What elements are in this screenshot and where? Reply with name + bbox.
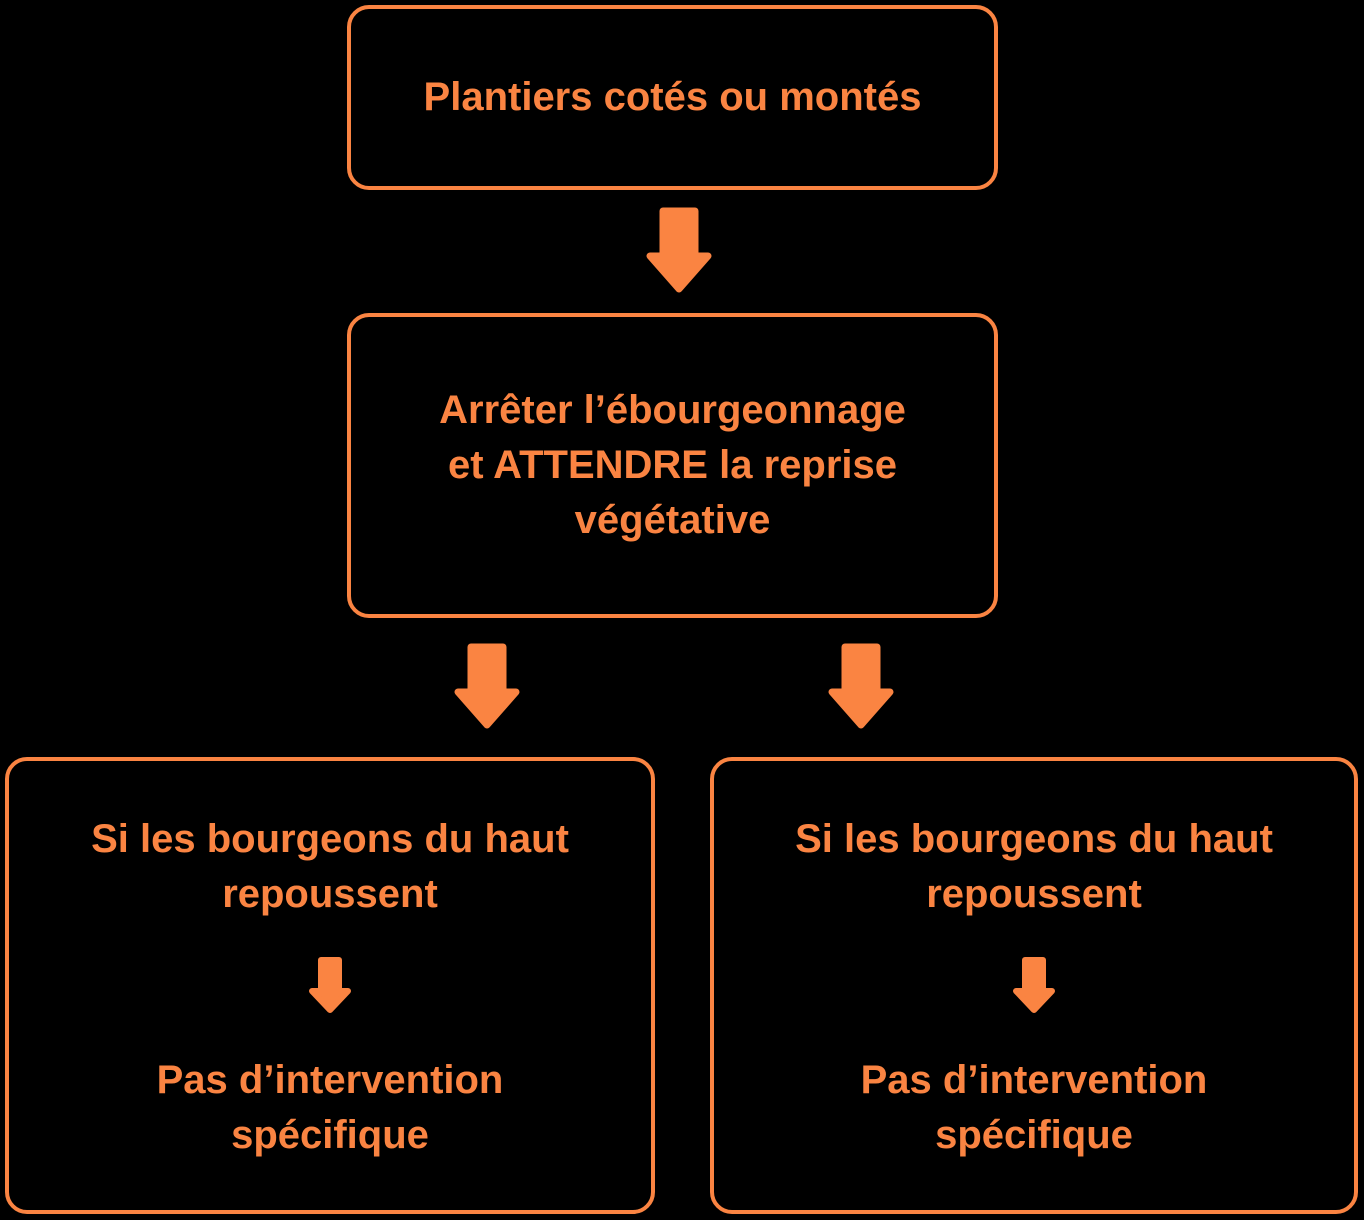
condition-line: repoussent (222, 872, 438, 916)
wait-box-line: végétative (574, 498, 771, 542)
branch-left-result: Pas d’intervention spécifique (157, 1053, 504, 1163)
condition-line: repoussent (926, 872, 1142, 916)
top-box-label: Plantiers cotés ou montés (423, 75, 922, 119)
wait-box-line: Arrêter l’ébourgeonnage (439, 388, 906, 432)
branch-right-result: Pas d’intervention spécifique (861, 1053, 1208, 1163)
down-arrow-icon (454, 643, 520, 729)
branch-box-right: Si les bourgeons du haut repoussent Pas … (710, 757, 1358, 1214)
down-arrow-icon (309, 957, 351, 1013)
wait-box-line: et ATTENDRE la reprise (447, 443, 897, 487)
branch-box-left: Si les bourgeons du haut repoussent Pas … (5, 757, 655, 1214)
wait-box-label: Arrêter l’ébourgeonnage et ATTENDRE la r… (439, 383, 906, 548)
down-arrow-icon (1013, 957, 1055, 1013)
branch-right-condition: Si les bourgeons du haut repoussent (795, 812, 1273, 922)
down-arrow-icon (828, 643, 894, 729)
result-line: Pas d’intervention (156, 1058, 504, 1102)
result-line: spécifique (935, 1113, 1133, 1157)
condition-line: Si les bourgeons du haut (91, 817, 569, 861)
wait-box: Arrêter l’ébourgeonnage et ATTENDRE la r… (347, 313, 998, 618)
branch-left-condition: Si les bourgeons du haut repoussent (91, 812, 569, 922)
condition-line: Si les bourgeons du haut (795, 817, 1273, 861)
result-line: spécifique (231, 1113, 429, 1157)
result-line: Pas d’intervention (860, 1058, 1208, 1102)
top-box: Plantiers cotés ou montés (347, 5, 998, 190)
down-arrow-icon (646, 207, 712, 293)
